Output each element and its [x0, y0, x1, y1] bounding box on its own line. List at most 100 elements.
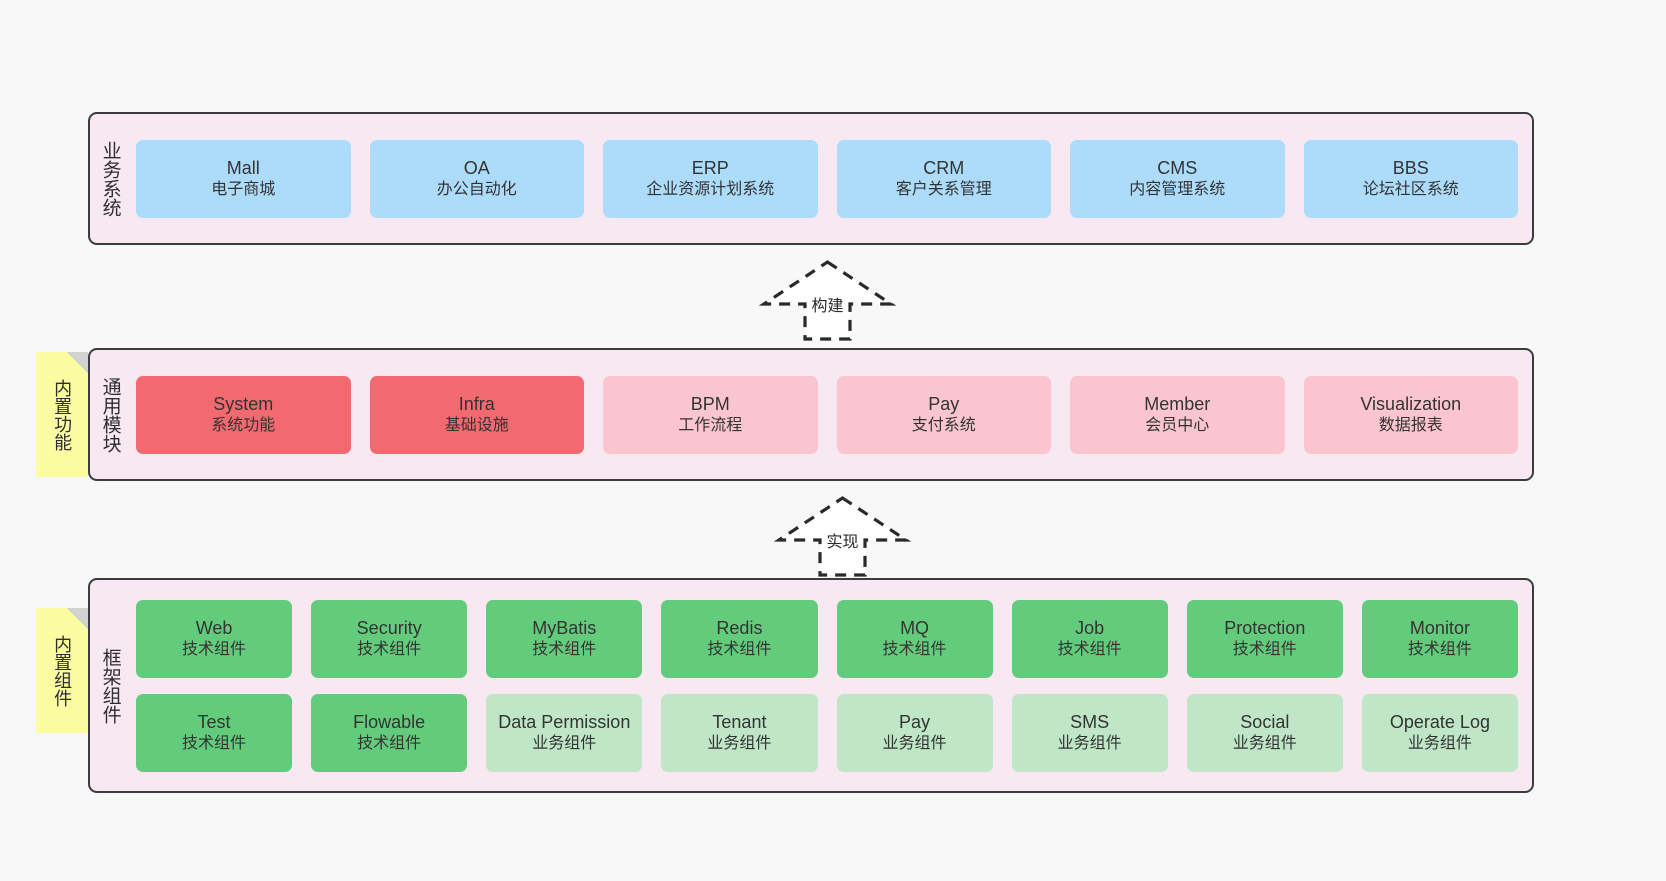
component-name: Data Permission	[498, 712, 631, 733]
component-subtitle: 技术组件	[357, 640, 422, 658]
component-name: Tenant	[712, 712, 767, 733]
note-builtin-components: 内置组件	[36, 608, 88, 733]
component-name: Test	[197, 712, 231, 733]
component-subtitle: 技术组件	[182, 640, 247, 658]
layer-title-framework-components: 框架组件	[99, 647, 121, 724]
component-name: Flowable	[353, 712, 426, 733]
component-name: Protection	[1224, 618, 1306, 639]
component-name: Web	[195, 618, 233, 639]
component-name: Member	[1144, 394, 1211, 415]
component-name: CMS	[1157, 158, 1198, 179]
component-name: CRM	[923, 158, 965, 179]
note-builtin-functions-label: 内置功能	[52, 378, 73, 451]
component-name: Redis	[716, 618, 763, 639]
component-subtitle: 客户关系管理	[895, 180, 992, 198]
arrow-build: 构建	[758, 258, 897, 343]
component-name: Operate Log	[1389, 712, 1490, 733]
component-subtitle: 技术组件	[532, 640, 597, 658]
component-name: OA	[463, 158, 490, 179]
component-subtitle: 技术组件	[182, 734, 247, 752]
component-name: MyBatis	[532, 618, 597, 639]
note-fold-corner-icon	[67, 608, 88, 629]
component-subtitle: 数据报表	[1378, 416, 1443, 434]
component-name: Pay	[899, 712, 931, 733]
component-subtitle: 系统功能	[211, 416, 276, 434]
component-subtitle: 技术组件	[882, 640, 947, 658]
component-subtitle: 论坛社区系统	[1362, 180, 1459, 198]
component-subtitle: 业务组件	[1232, 734, 1297, 752]
note-builtin-components-label: 内置组件	[52, 634, 73, 707]
component-subtitle: 业务组件	[532, 734, 597, 752]
component-name: Security	[356, 618, 422, 639]
component-name: Infra	[458, 394, 495, 415]
component-subtitle: 业务组件	[882, 734, 947, 752]
component-subtitle: 基础设施	[444, 416, 509, 434]
component-name: Job	[1075, 618, 1105, 639]
component-subtitle: 内容管理系统	[1129, 180, 1226, 198]
note-builtin-functions: 内置功能	[36, 352, 88, 477]
component-subtitle: 技术组件	[1407, 640, 1472, 658]
note-fold-corner-icon	[67, 352, 88, 373]
component-name: Mall	[226, 158, 260, 179]
component-subtitle: 电子商城	[211, 180, 276, 198]
arrow-implement: 实现	[773, 494, 912, 579]
arrow-build-label: 构建	[811, 298, 844, 315]
component-subtitle: 技术组件	[1057, 640, 1122, 658]
component-subtitle: 业务组件	[707, 734, 772, 752]
component-name: ERP	[691, 158, 729, 179]
component-subtitle: 业务组件	[1057, 734, 1122, 752]
component-subtitle: 办公自动化	[436, 180, 517, 198]
component-name: Social	[1240, 712, 1290, 733]
layer-title-common-modules: 通用模块	[99, 376, 121, 453]
component-name: BBS	[1392, 158, 1429, 179]
arrow-implement-label: 实现	[826, 534, 859, 551]
component-subtitle: 支付系统	[911, 416, 976, 434]
component-name: Pay	[928, 394, 960, 415]
layer-title-business-system: 业务系统	[99, 140, 121, 217]
component-name: System	[213, 394, 274, 415]
component-name: Monitor	[1409, 618, 1470, 639]
component-name: SMS	[1070, 712, 1110, 733]
component-subtitle: 业务组件	[1407, 734, 1472, 752]
component-name: MQ	[900, 618, 930, 639]
component-subtitle: 技术组件	[357, 734, 422, 752]
